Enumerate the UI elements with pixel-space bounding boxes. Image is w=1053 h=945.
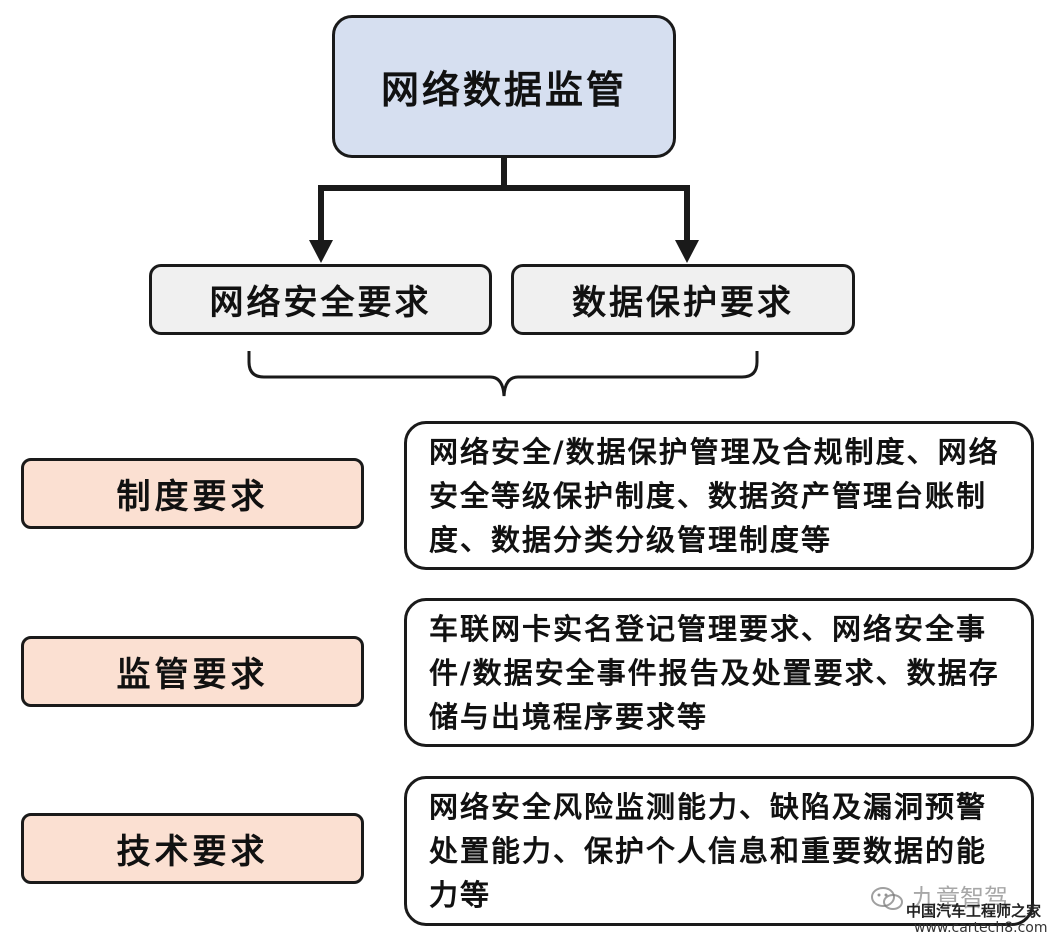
category-label: 技术要求 xyxy=(116,832,269,872)
grouping-brace-icon xyxy=(247,351,759,397)
detail-text: 网络安全/数据保护管理及合规制度、网络安全等级保护制度、数据资产管理台账制度、数… xyxy=(429,434,1000,557)
watermark-brand: 九章智驾 xyxy=(912,884,1008,912)
category-supervision-requirements: 监管要求 xyxy=(21,636,364,707)
detail-institutional-requirements: 网络安全/数据保护管理及合规制度、网络安全等级保护制度、数据资产管理台账制度、数… xyxy=(404,421,1034,570)
node-label: 数据保护要求 xyxy=(572,283,794,323)
detail-text: 车联网卡实名登记管理要求、网络安全事件/数据安全事件报告及处置要求、数据存储与出… xyxy=(429,611,1000,734)
category-technical-requirements: 技术要求 xyxy=(21,813,364,884)
right-arrowhead-icon xyxy=(675,240,699,263)
root-node-network-data-supervision: 网络数据监管 xyxy=(332,15,676,158)
watermark-url: www.cartech8.com xyxy=(914,920,1048,936)
watermark: 九章智驾 中国汽车工程师之家 www.cartech8.com xyxy=(860,878,1048,940)
detail-text: 网络安全风险监测能力、缺陷及漏洞预警处置能力、保护个人信息和重要数据的能力等 xyxy=(429,790,988,912)
category-institutional-requirements: 制度要求 xyxy=(21,458,364,529)
category-label: 制度要求 xyxy=(116,477,269,517)
node-network-security-requirements: 网络安全要求 xyxy=(149,264,492,335)
node-data-protection-requirements: 数据保护要求 xyxy=(511,264,855,335)
category-label: 监管要求 xyxy=(116,655,269,695)
left-arrowhead-icon xyxy=(309,240,333,263)
wechat-icon xyxy=(871,887,903,910)
detail-technical-requirements: 网络安全风险监测能力、缺陷及漏洞预警处置能力、保护个人信息和重要数据的能力等 xyxy=(404,776,1034,926)
root-node-label: 网络数据监管 xyxy=(380,67,627,112)
detail-supervision-requirements: 车联网卡实名登记管理要求、网络安全事件/数据安全事件报告及处置要求、数据存储与出… xyxy=(404,598,1034,747)
node-label: 网络安全要求 xyxy=(209,283,432,323)
watermark-site-name: 中国汽车工程师之家 xyxy=(906,902,1042,920)
